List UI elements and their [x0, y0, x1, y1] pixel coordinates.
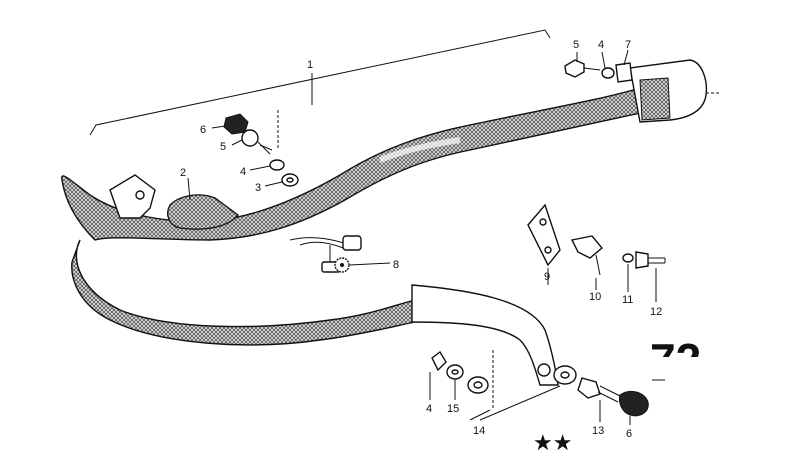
left-bracket-hole [135, 190, 145, 200]
callout-5-top: 5 [573, 39, 579, 51]
lower-belt-strap [71, 239, 416, 346]
callout-13: 13 [592, 425, 604, 437]
bolt-12 [635, 251, 666, 269]
callout-4-mid: 4 [240, 166, 246, 178]
washer-11 [622, 253, 634, 263]
left-fastener-stack [223, 110, 299, 187]
callout-8: 8 [393, 259, 399, 271]
callout-15: 15 [447, 403, 459, 415]
callout-5-mid: 5 [220, 141, 226, 153]
year-mark-cut [645, 357, 710, 377]
callout-10: 10 [589, 291, 601, 303]
callout-6-left: 6 [200, 124, 206, 136]
wire-harness [289, 235, 362, 273]
callout-2: 2 [180, 167, 186, 179]
top-right-fastener-stack [564, 59, 633, 83]
callout-12: 12 [650, 306, 662, 318]
pivot-10 [570, 235, 603, 276]
clip-8 [334, 257, 350, 273]
callout-3: 3 [255, 182, 261, 194]
stars-mark: ★★ [533, 431, 572, 456]
left-anchor-bracket [109, 174, 156, 219]
bottom-fastener-row [431, 350, 649, 421]
callout-4-bot: 4 [426, 403, 432, 415]
assembly-bracket [89, 29, 551, 136]
callout-4-top: 4 [598, 39, 604, 51]
callout-11: 11 [622, 294, 633, 306]
buckle-housing [629, 59, 720, 123]
bracket-9 [527, 203, 561, 267]
lower-anchor-plate [411, 284, 559, 386]
callout-14: 14 [473, 425, 485, 437]
callout-6-right: 6 [626, 428, 632, 440]
leader-lines [187, 49, 665, 425]
callout-7: 7 [625, 39, 631, 51]
buckle-tongue [167, 194, 239, 230]
upper-belt-strap [61, 87, 646, 241]
callout-1: 1 [307, 59, 313, 71]
anchor-plate-hole [537, 363, 551, 377]
callout-9: 9 [544, 271, 550, 283]
